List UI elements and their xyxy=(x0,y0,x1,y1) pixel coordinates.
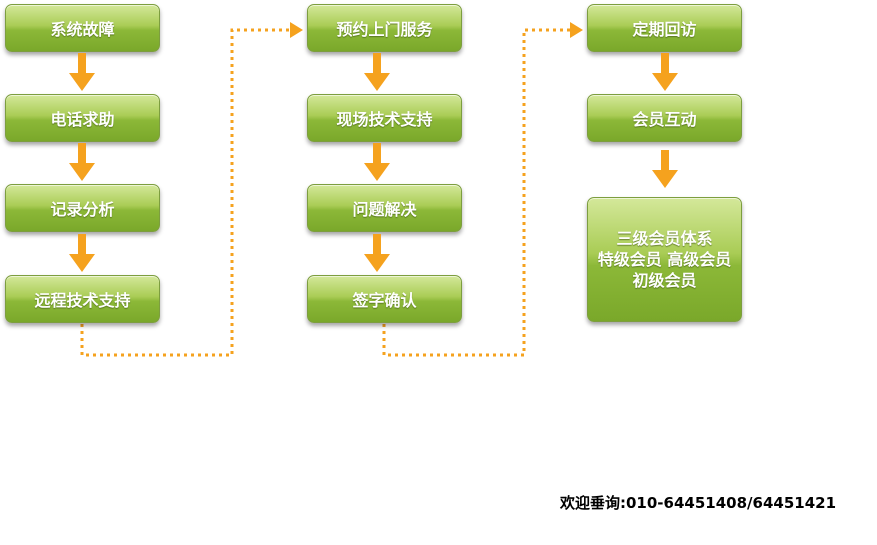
node-record-analysis: 记录分析 xyxy=(5,184,160,232)
node-regular-visit: 定期回访 xyxy=(587,4,742,52)
node-label: 远程技术支持 xyxy=(34,291,131,310)
node-system-fault: 系统故障 xyxy=(5,4,160,52)
arrow-down-icon xyxy=(364,53,390,91)
arrow-down-icon xyxy=(652,150,678,188)
arrow-down-icon xyxy=(69,143,95,181)
node-label: 问题解决 xyxy=(352,200,417,219)
node-label: 预约上门服务 xyxy=(336,20,433,39)
node-phone-help: 电话求助 xyxy=(5,94,160,142)
node-problem-solved: 问题解决 xyxy=(307,184,462,232)
connector-arrowhead-1 xyxy=(290,22,303,38)
node-label: 记录分析 xyxy=(50,200,115,219)
arrow-down-icon xyxy=(69,53,95,91)
node-onsite-support: 现场技术支持 xyxy=(307,94,462,142)
arrow-down-icon xyxy=(652,53,678,91)
membership-line-3: 初级会员 xyxy=(632,271,697,290)
node-membership-system: 三级会员体系 特级会员 高级会员 初级会员 xyxy=(587,197,742,322)
node-label: 会员互动 xyxy=(632,110,697,129)
node-remote-support: 远程技术支持 xyxy=(5,275,160,323)
node-label: 签字确认 xyxy=(352,291,417,310)
node-sign-confirm: 签字确认 xyxy=(307,275,462,323)
node-label: 现场技术支持 xyxy=(336,110,433,129)
membership-line-2: 特级会员 高级会员 xyxy=(597,250,732,269)
node-member-interaction: 会员互动 xyxy=(587,94,742,142)
node-label: 系统故障 xyxy=(50,20,115,39)
node-label: 定期回访 xyxy=(632,20,697,39)
connector-arrowhead-2 xyxy=(570,22,583,38)
arrow-down-icon xyxy=(69,234,95,272)
arrow-down-icon xyxy=(364,143,390,181)
node-onsite-appointment: 预约上门服务 xyxy=(307,4,462,52)
arrow-down-icon xyxy=(364,234,390,272)
node-label: 电话求助 xyxy=(50,110,115,129)
contact-info: 欢迎垂询:010-64451408/64451421 xyxy=(560,494,837,512)
membership-line-1: 三级会员体系 xyxy=(616,229,713,248)
